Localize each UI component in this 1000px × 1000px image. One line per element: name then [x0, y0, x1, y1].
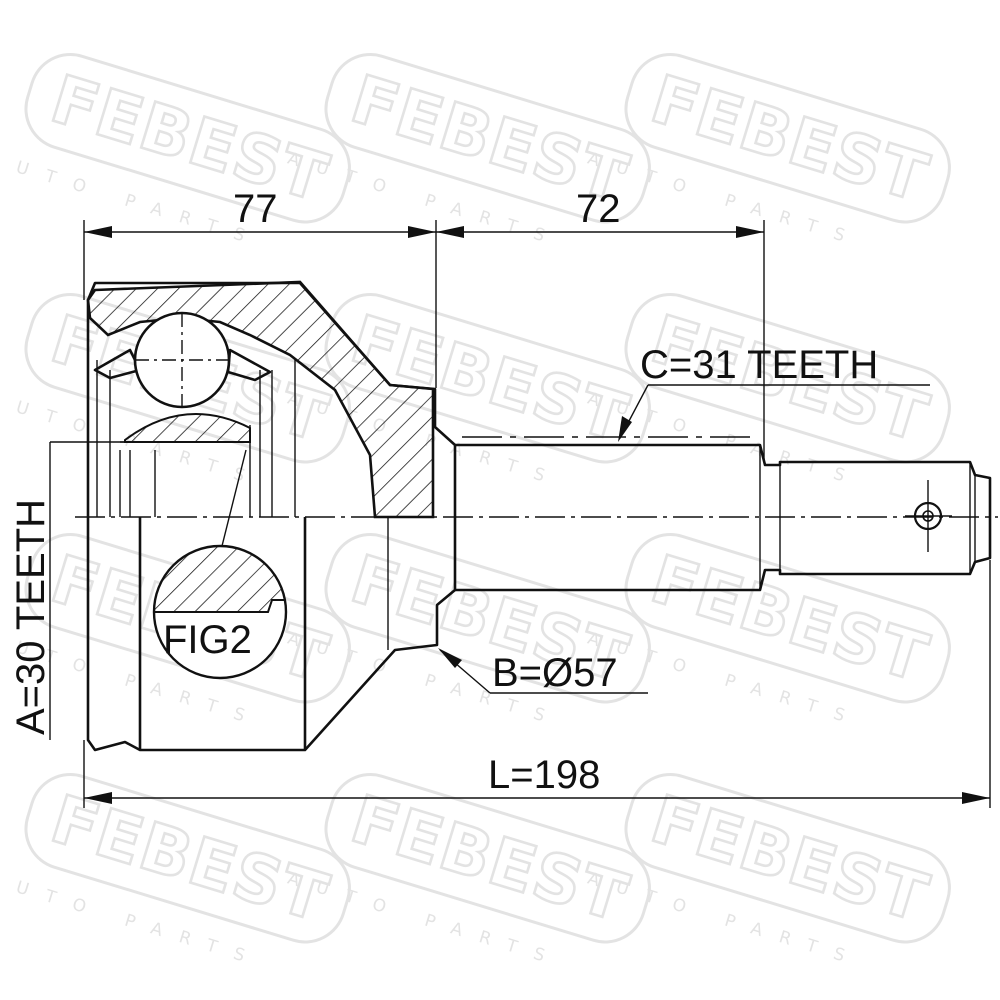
arrow-head — [408, 226, 436, 238]
inner-race-hatch — [124, 413, 251, 443]
fig2-hatch — [154, 546, 286, 613]
watermark-logo: FEBEST AUTO PARTS — [585, 533, 951, 731]
dim-housing-value: 77 — [233, 187, 278, 231]
dim-housing-length: 77 — [83, 187, 437, 388]
watermark-logo: FEBEST AUTO PARTS — [585, 773, 951, 971]
stem-shaft — [454, 436, 992, 592]
dim-total-value: L=198 — [488, 753, 600, 797]
watermark-logo: FEBEST AUTO PARTS — [585, 293, 951, 491]
callout-spline-a: A=30 TEETH — [9, 441, 130, 740]
fig2-detail: FIG2 — [152, 449, 288, 680]
spline-a-label: A=30 TEETH — [9, 499, 53, 735]
callout-seal-b: B=Ø57 — [438, 648, 648, 695]
dim-total-length: L=198 — [83, 560, 991, 808]
arrow-head — [438, 648, 462, 668]
arrow-head — [736, 226, 764, 238]
fig2-label: FIG2 — [163, 618, 252, 662]
arrow-head — [436, 226, 464, 238]
spline-c-label: C=31 TEETH — [640, 343, 878, 387]
watermark-logo: FEBEST AUTO PARTS — [585, 53, 951, 251]
arrow-head — [962, 792, 990, 804]
watermark-layer: FEBEST AUTO PARTS FEBEST AUTO PARTS FEBE… — [0, 53, 951, 971]
arrow-head — [84, 792, 112, 804]
dim-stem-value: 72 — [576, 187, 621, 231]
arrow-head — [84, 226, 112, 238]
dim-stem-length: 72 — [436, 187, 765, 462]
fig2-leader — [221, 449, 247, 547]
arrow-head — [618, 416, 632, 442]
outer-housing — [86, 280, 457, 752]
housing-outline — [86, 281, 457, 752]
seal-b-label: B=Ø57 — [492, 651, 618, 695]
callout-spline-c: C=31 TEETH — [618, 343, 930, 442]
stem-outline — [455, 443, 992, 592]
